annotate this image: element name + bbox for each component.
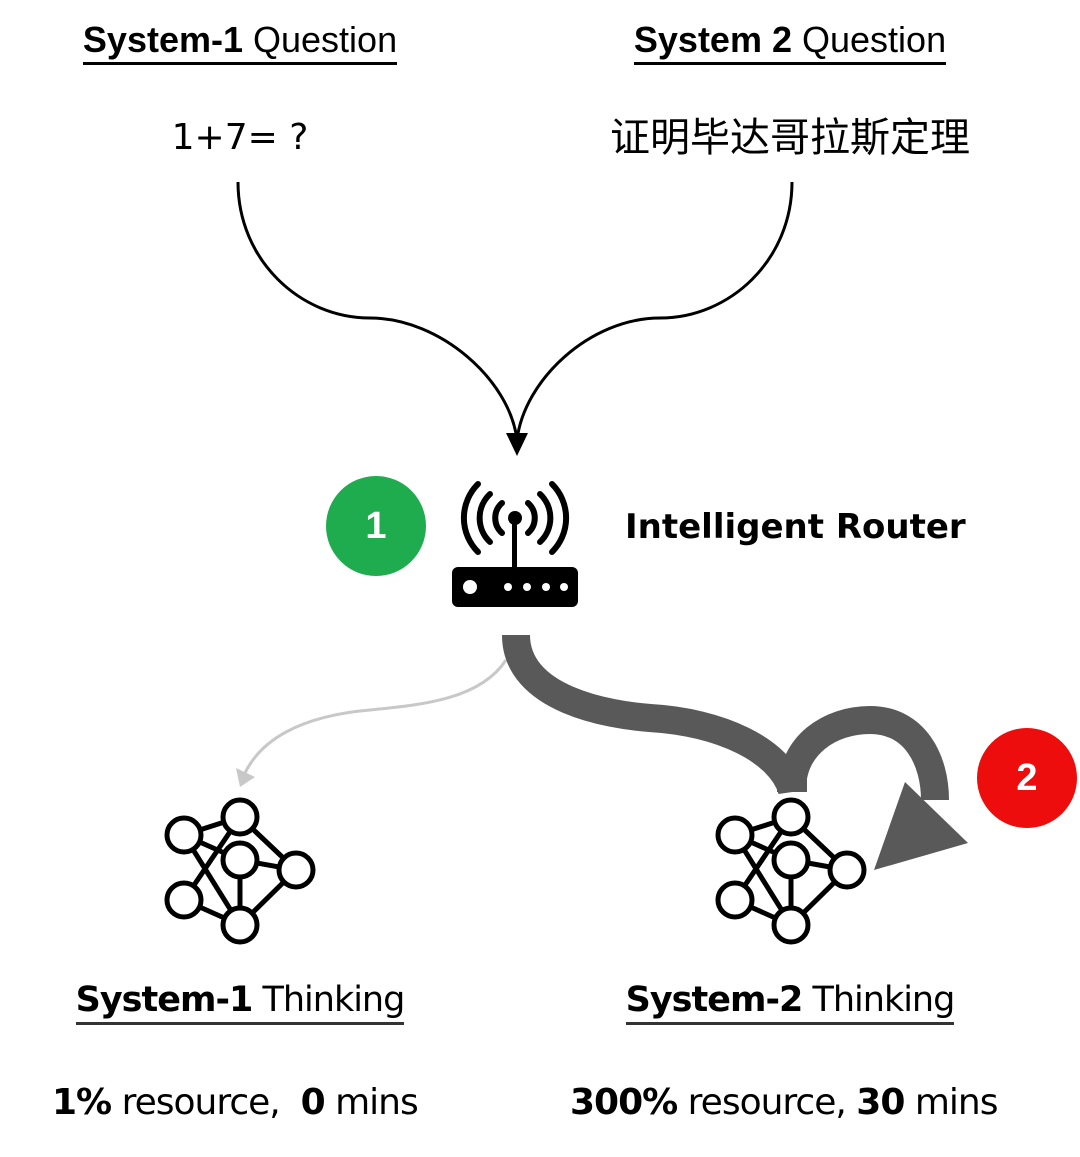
system1-neural-network-icon	[164, 797, 316, 945]
system1-thinking-heading: System-1 Thinking	[40, 983, 440, 1025]
system2-neural-network-icon	[715, 797, 867, 945]
system2-question-heading-bold: System 2	[633, 19, 792, 60]
light-route-arrow	[242, 659, 508, 776]
system2-thinking-heading-bold: System-2	[625, 980, 804, 1020]
system1-question-heading: System-1 Question	[40, 22, 440, 65]
system1-resource-value: 1%	[52, 1082, 112, 1123]
system2-time-value: 30	[856, 1082, 905, 1123]
heavy-route-stub	[777, 760, 807, 792]
system1-input-arrow	[236, 181, 519, 441]
system1-question-heading-bold: System-1	[82, 19, 243, 60]
system2-question-text: 证明毕达哥拉斯定理	[610, 115, 970, 161]
heavy-route-arrow	[502, 633, 949, 801]
system1-thinking-heading-bold: System-1	[75, 980, 254, 1020]
system2-question-heading-light: Question	[792, 19, 947, 60]
input-arrowhead	[506, 433, 528, 456]
system1-stats: 1% resource, 0 mins	[52, 1082, 419, 1123]
system1-time-value: 0	[300, 1082, 326, 1123]
system2-stats: 300% resource, 30 mins	[570, 1082, 999, 1123]
light-route-arrowhead	[236, 768, 255, 787]
system1-question-heading-light: Question	[243, 19, 398, 60]
heavy-route-arrowhead	[874, 782, 968, 870]
system1-resource-text: resource,	[111, 1082, 301, 1123]
system2-resource-text: resource,	[677, 1082, 857, 1123]
system2-time-text: mins	[904, 1082, 999, 1123]
system2-resource-value: 300%	[570, 1082, 678, 1123]
system2-thinking-heading: System-2 Thinking	[590, 983, 990, 1025]
step-1-badge: 1	[326, 476, 426, 576]
system1-question-text: 1+7= ?	[171, 117, 309, 158]
system2-input-arrow	[515, 181, 794, 441]
system1-thinking-heading-light: Thinking	[252, 980, 405, 1020]
router-wifi-icon	[452, 481, 578, 607]
step-2-badge: 2	[977, 728, 1077, 828]
system1-time-text: mins	[324, 1082, 419, 1123]
system2-question-heading: System 2 Question	[590, 22, 990, 65]
system2-thinking-heading-light: Thinking	[802, 980, 955, 1020]
router-label: Intelligent Router	[625, 507, 966, 547]
